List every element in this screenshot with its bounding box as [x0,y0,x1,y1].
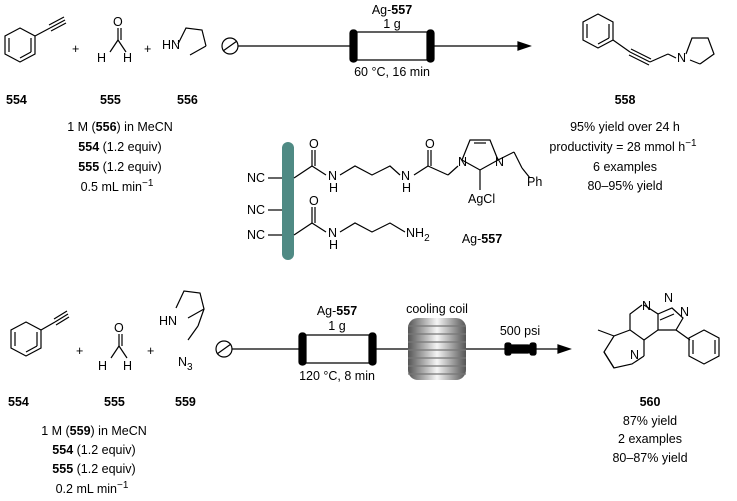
product-yield-range: 80–95% yield [587,179,662,193]
reactor-conditions: 120 °C, 8 min [299,369,375,383]
reactor-amount: 1 g [383,17,400,31]
atom-h: H [97,51,106,65]
compound-number-554: 554 [6,93,27,107]
atom-o: O [425,137,435,151]
flow-arrow-1 [517,41,532,51]
reactor-cap-left-2 [298,332,307,366]
formaldehyde-555-structure [109,28,127,53]
atom-h: H [329,238,338,252]
amine-label: NH2 [406,226,430,244]
product-yield-range: 80–87% yield [612,451,687,465]
compound-number-559: 559 [175,395,196,409]
feed-flow-rate: 0.5 mL min−1 [81,178,154,194]
feed-flow-rate: 0.2 mL min−1 [56,480,129,496]
atom-n: N [328,169,337,183]
reactor-cap-left-1 [349,29,358,63]
product-productivity: productivity = 28 mmol h−1 [549,138,697,154]
row2-labels: + + H H O HN N3 554 555 559 1 M (559) in… [8,291,689,496]
plus-sign: + [76,344,83,358]
atom-n: N [680,305,689,319]
feed-line-2: 554 (1.2 equiv) [78,140,161,154]
row1-labels: + + H H O HN N 554 555 556 1 M (556) in … [6,3,697,194]
product-yield: 95% yield over 24 h [570,120,680,134]
compound-number-555: 555 [104,395,125,409]
catalyst-557-structure [268,139,531,260]
pressure-label: 500 psi [500,324,540,338]
phenylacetylene-554-structure [10,310,70,357]
atom-n: N [677,51,686,65]
bpr-right [529,342,537,356]
product-number-560: 560 [640,395,661,409]
product-yield: 87% yield [623,414,677,428]
catalyst-label: Ag-557 [462,232,502,246]
atom-h: H [98,359,107,373]
atom-o: O [114,321,124,335]
azide-label: N3 [178,355,193,373]
feed-line-1: 1 M (556) in MeCN [67,120,173,134]
product-examples: 2 examples [618,432,682,446]
reactor-catalyst-label: Ag-557 [317,304,357,318]
compound-number-556: 556 [177,93,198,107]
atom-nc: NC [247,203,265,217]
triazolopyrazine-560-structure [597,304,720,369]
atom-n: N [458,155,467,169]
atom-n: N [664,291,673,305]
cooling-coil [408,318,466,380]
agcl-label: AgCl [468,192,495,206]
reactor-cap-right-2 [368,332,377,366]
cooling-coil-label: cooling coil [406,302,468,316]
flow-arrow-2 [557,344,572,354]
propargylamine-558-structure [582,13,715,66]
atom-h: H [402,181,411,195]
atom-n: N [328,226,337,240]
atom-hn: HN [159,314,177,328]
phenylacetylene-554-structure [4,16,67,63]
atom-o: O [309,194,319,208]
reactor-cap-right-1 [426,29,435,63]
feed-line-1: 1 M (559) in MeCN [41,424,147,438]
feed-line-3: 555 (1.2 equiv) [78,160,161,174]
row1 [4,13,715,66]
plus-sign: + [144,42,151,56]
atom-o: O [309,137,319,151]
formaldehyde-555-structure [110,334,128,359]
azidomethylpyrrolidine-559-structure [175,290,205,341]
atom-hn: HN [162,38,180,52]
atom-nc: NC [247,228,265,242]
reactor-catalyst-label: Ag-557 [372,3,412,17]
atom-n: N [630,348,639,362]
atom-nc: NC [247,171,265,185]
compound-number-554: 554 [8,395,29,409]
atom-h: H [123,51,132,65]
pyrrolidine-556-structure [177,27,207,56]
atom-n: N [642,299,651,313]
reactor-amount: 1 g [328,319,345,333]
compound-number-555: 555 [100,93,121,107]
atom-h: H [123,359,132,373]
reactor-conditions: 60 °C, 16 min [354,65,430,79]
feed-line-2: 554 (1.2 equiv) [52,443,135,457]
plus-sign: + [72,42,79,56]
catalyst-557-labels: NC NC NC O O O N H N H N N Ph AgCl N H N… [247,137,542,252]
atom-n: N [495,155,504,169]
atom-o: O [113,15,123,29]
product-number-558: 558 [615,93,636,107]
feed-line-3: 555 (1.2 equiv) [52,462,135,476]
atom-n: N [401,169,410,183]
plus-sign: + [147,344,154,358]
phenyl-label: Ph [527,175,542,189]
atom-h: H [329,181,338,195]
row2 [10,290,720,380]
back-pressure-regulator [508,344,532,354]
product-examples: 6 examples [593,160,657,174]
resin-bead [282,142,294,260]
